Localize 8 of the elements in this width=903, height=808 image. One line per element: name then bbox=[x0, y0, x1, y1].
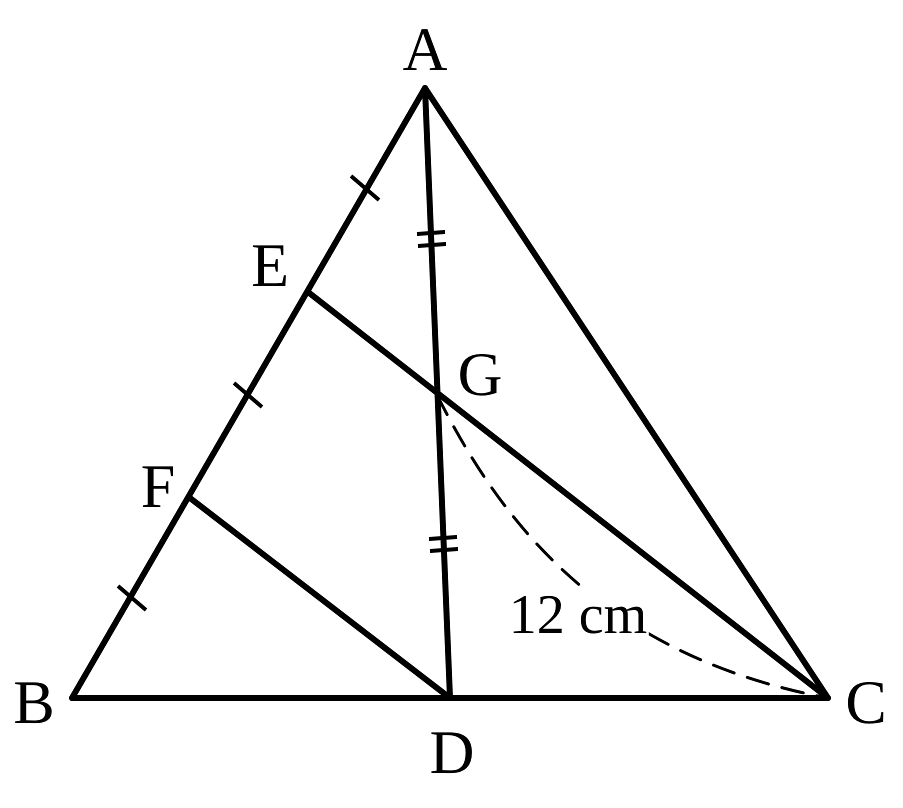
point-label: C bbox=[845, 672, 887, 734]
point-label: G bbox=[458, 344, 502, 406]
point-label: A bbox=[402, 19, 448, 81]
point-label: E bbox=[251, 235, 289, 297]
point-label: B bbox=[13, 672, 55, 734]
line-segment bbox=[305, 289, 831, 701]
point-label: D bbox=[430, 722, 474, 784]
point-label: F bbox=[140, 456, 176, 518]
